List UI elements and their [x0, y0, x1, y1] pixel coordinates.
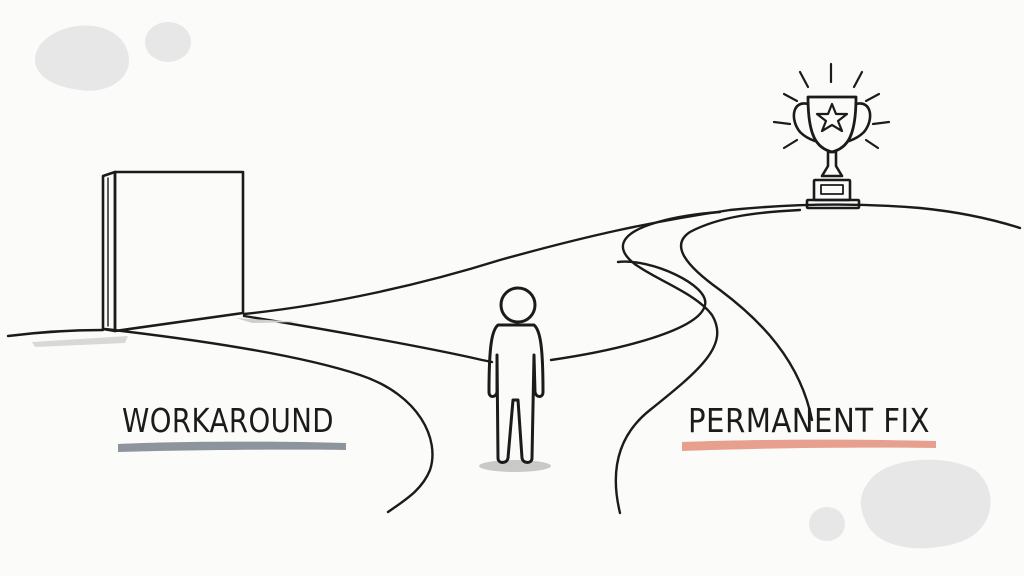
trophy-plaque [820, 184, 844, 195]
label-workaround-group: WORKAROUND [118, 401, 346, 452]
workaround-underline [118, 441, 346, 452]
trophy-base [812, 178, 852, 202]
blob-bottom-right-large [860, 459, 991, 549]
person-head [499, 286, 537, 324]
blob-bottom-right-small [809, 507, 845, 541]
trophy-pedestal [805, 198, 861, 210]
blob-top-left-large [34, 25, 129, 91]
trophy-star [815, 102, 849, 133]
hill-line [242, 203, 1022, 316]
trophy-star-icon [772, 62, 891, 210]
label-permanent-fix-group: PERMANENT FIX [682, 401, 936, 451]
label-workaround: WORKAROUND [122, 401, 334, 440]
trophy-stem [820, 150, 844, 178]
road-workaround [103, 314, 494, 514]
trophy-handle-right [847, 102, 872, 143]
road-workaround-outer-edge [103, 327, 434, 514]
road-workaround-shadow [236, 318, 300, 323]
road-permanent-fix-far-edge [679, 208, 814, 422]
blob-top-left-small [145, 22, 191, 62]
trophy-handle-left [792, 102, 817, 143]
label-permanent-fix: PERMANENT FIX [688, 401, 930, 440]
permanent-fix-underline [682, 439, 936, 451]
road-permanent-fix [549, 208, 814, 515]
ground-shadow-left [32, 336, 128, 347]
ground-line-left [6, 328, 105, 338]
person-icon [479, 286, 551, 472]
wall-front [113, 170, 245, 333]
decorative-blobs [34, 22, 991, 549]
road-permanent-fix-right-edge [549, 260, 707, 362]
trophy-sparkle-lines [772, 62, 891, 150]
road-permanent-fix-left-edge [614, 210, 722, 515]
wall-block-icon [101, 170, 245, 333]
wall-side [101, 170, 117, 333]
person-body [487, 323, 545, 464]
person-shadow [479, 460, 551, 472]
